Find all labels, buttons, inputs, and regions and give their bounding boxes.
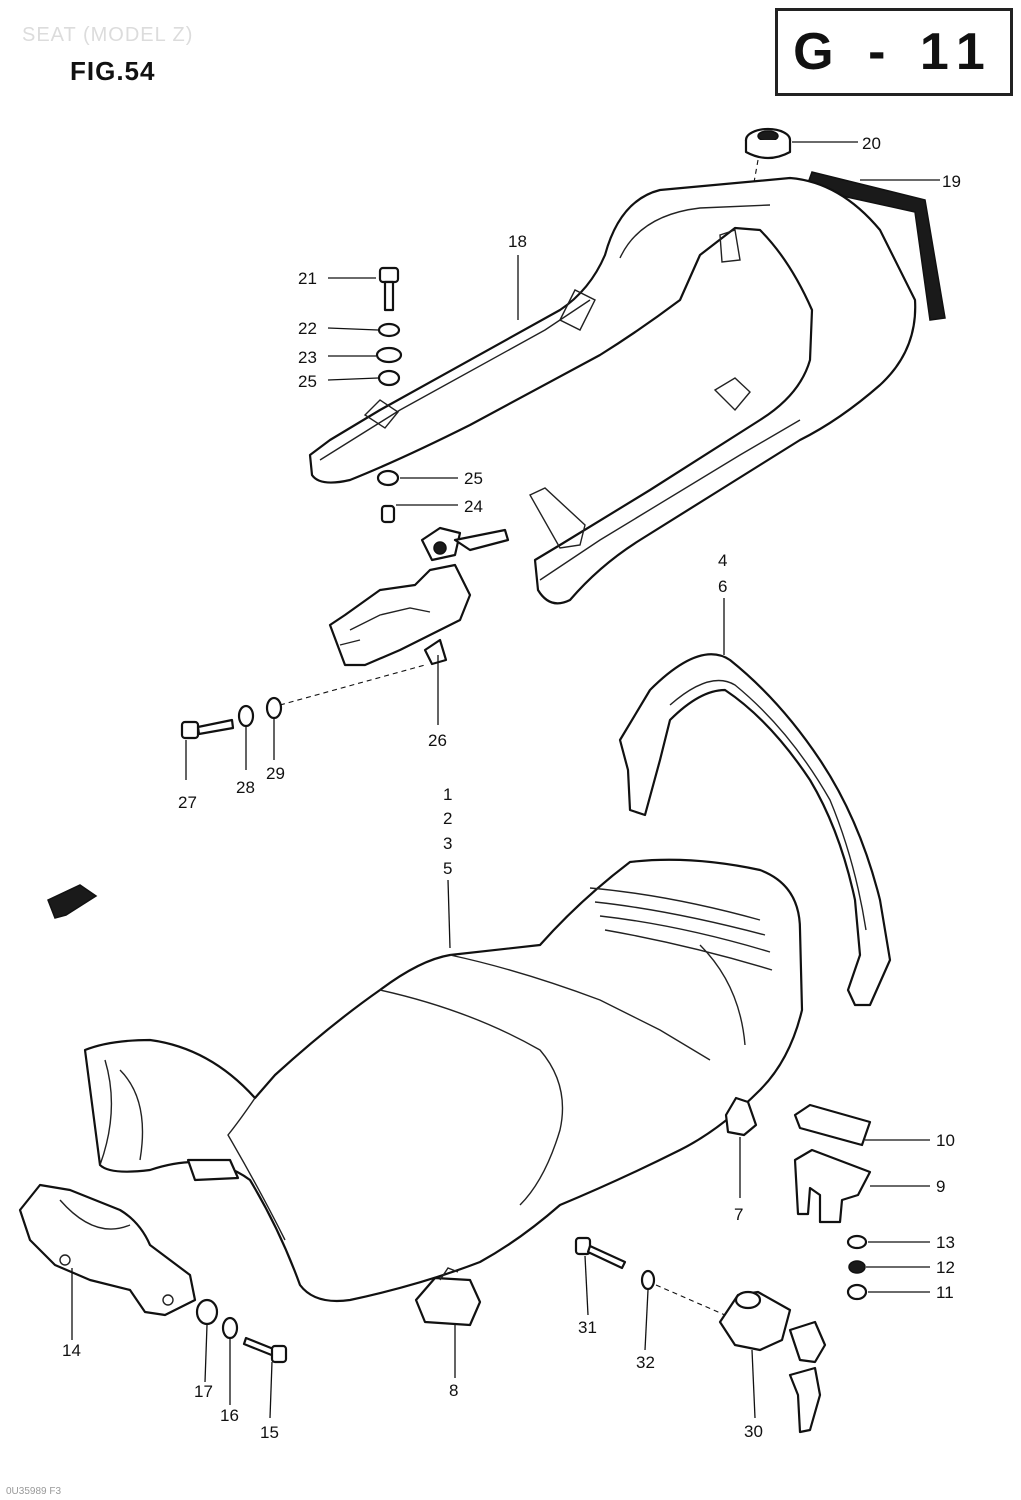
- callout-13: 13: [936, 1233, 955, 1252]
- callout-29: 29: [266, 764, 285, 783]
- callout-5: 5: [443, 859, 452, 878]
- callout-6: 6: [718, 577, 727, 596]
- section-code: G - 11: [793, 23, 995, 81]
- callout-7: 7: [734, 1205, 743, 1224]
- part-24-collar: [380, 504, 396, 524]
- callout-4: 4: [718, 551, 727, 570]
- callout-21: 21: [298, 269, 317, 288]
- callout-9: 9: [936, 1177, 945, 1196]
- callout-25-lower: 25: [464, 469, 483, 488]
- figure-number: FIG.54: [70, 56, 156, 86]
- callout-17: 17: [194, 1382, 213, 1401]
- part-25a-nut: [377, 369, 401, 387]
- callout-32: 32: [636, 1353, 655, 1372]
- part-9-bracket: [793, 1148, 872, 1224]
- part-25b-nut: [376, 469, 400, 487]
- callout-1: 1: [443, 785, 452, 804]
- part-18-tail-cover: [308, 176, 917, 605]
- callout-12: 12: [936, 1258, 955, 1277]
- part-8-stopper: [414, 1267, 482, 1327]
- callout-23: 23: [298, 348, 317, 367]
- part-28-nut: [237, 704, 255, 728]
- callout-14: 14: [62, 1341, 81, 1360]
- callout-27: 27: [178, 793, 197, 812]
- part-7-damper: [724, 1096, 758, 1137]
- part-12-washer: [848, 1260, 866, 1274]
- part-10-plate: [793, 1103, 872, 1147]
- part-22-washer: [377, 322, 401, 338]
- callout-22: 22: [298, 319, 317, 338]
- part-29-washer: [265, 696, 283, 720]
- callout-30: 30: [744, 1422, 763, 1441]
- part-14-bracket: [18, 1183, 197, 1317]
- callout-15: 15: [260, 1423, 279, 1442]
- part-clip: [47, 884, 98, 919]
- part-20-grommet: [744, 127, 792, 160]
- callout-25-upper: 25: [298, 372, 317, 391]
- part-21-bolt: [378, 266, 400, 312]
- callout-26: 26: [428, 731, 447, 750]
- callout-2: 2: [443, 809, 452, 828]
- part-13-washer: [846, 1234, 868, 1250]
- leader-lines: [71, 141, 940, 1419]
- callout-8: 8: [449, 1381, 458, 1400]
- callout-20: 20: [862, 134, 881, 153]
- part-23-washer: [375, 346, 403, 364]
- faint-section-title: SEAT (MODEL Z): [22, 24, 194, 46]
- part-26-seat-lock: [328, 526, 510, 667]
- part-32-nut: [640, 1269, 656, 1291]
- callout-24: 24: [464, 497, 483, 516]
- part-1-seat: [83, 858, 804, 1303]
- callout-3: 3: [443, 834, 452, 853]
- callout-10: 10: [936, 1131, 955, 1150]
- callout-19: 19: [942, 172, 961, 191]
- part-30-lock: [718, 1290, 827, 1434]
- part-27-bolt: [180, 718, 235, 740]
- part-4-strap: [618, 653, 892, 1007]
- callout-16: 16: [220, 1406, 239, 1425]
- part-11-nut: [846, 1283, 868, 1301]
- callout-18: 18: [508, 232, 527, 251]
- callout-31: 31: [578, 1318, 597, 1337]
- footer-note: 0U35989 F3: [6, 1486, 62, 1497]
- part-15-bolt: [242, 1336, 288, 1364]
- section-code-box: G - 11: [775, 8, 1013, 96]
- part-16-nut: [221, 1316, 239, 1340]
- part-17-washer: [195, 1298, 219, 1326]
- callout-28: 28: [236, 778, 255, 797]
- callout-11: 11: [936, 1283, 954, 1302]
- part-31-bolt: [574, 1236, 627, 1270]
